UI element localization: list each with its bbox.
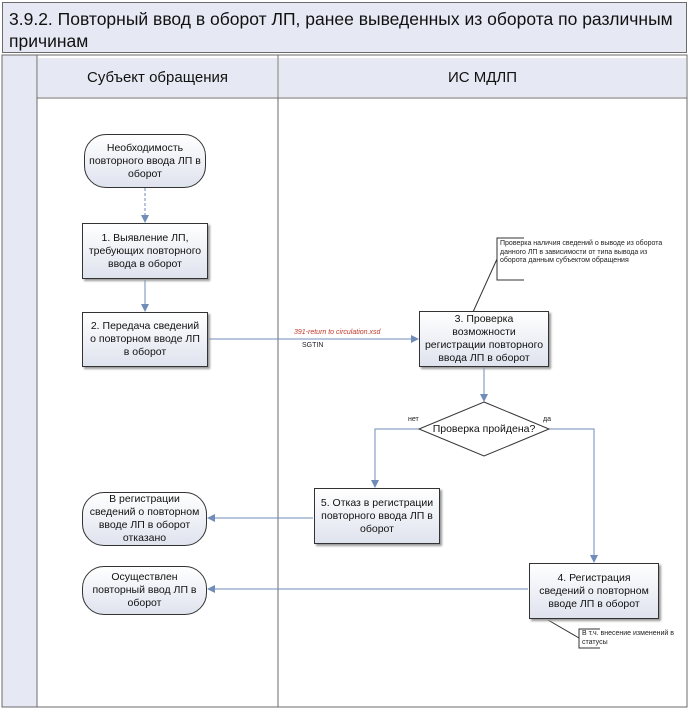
lane-header-subject: Субъект обращения bbox=[38, 58, 277, 97]
message-label: 391-return to circulation.xsd bbox=[294, 329, 381, 336]
page-title: 3.9.2. Повторный ввод в оборот ЛП, ранее… bbox=[9, 9, 673, 51]
connector-decision-yes bbox=[549, 428, 598, 563]
step5-box: 5. Отказ в регистрации повторного ввода … bbox=[314, 488, 440, 544]
note-check: Проверка наличия сведений о выводе из об… bbox=[500, 240, 663, 264]
lane-header-system: ИС МДЛП bbox=[279, 58, 686, 97]
outer-frame bbox=[1, 54, 688, 708]
note-status: В т.ч. внесение изменений в статусы bbox=[582, 630, 674, 646]
title-box: 3.9.2. Повторный ввод в оборот ЛП, ранее… bbox=[2, 2, 687, 53]
connectors bbox=[141, 188, 598, 593]
lane-side-band bbox=[1, 54, 38, 708]
end-refused-node: В регистрации сведений о повторном вводе… bbox=[82, 492, 207, 546]
yes-label: да bbox=[543, 416, 551, 423]
decision-label: Проверка пройдена? bbox=[432, 422, 536, 435]
end-done-node: Осуществлен повторный ввод ЛП в оборот bbox=[82, 566, 207, 615]
note-status-leader bbox=[547, 619, 580, 639]
sgtin-label: SGTIN bbox=[302, 342, 324, 349]
step1-box: 1. Выявление ЛП, требующих повторного вв… bbox=[82, 223, 208, 279]
connector-decision-no bbox=[371, 428, 419, 488]
step4-box: 4. Регистрация сведений о повторном ввод… bbox=[529, 563, 659, 619]
note-check-leader bbox=[472, 258, 498, 313]
start-node: Необходимость повторного ввода ЛП в обор… bbox=[84, 134, 206, 188]
note-status-bracket bbox=[578, 628, 600, 649]
no-label: нет bbox=[408, 416, 419, 423]
step3-box: 3. Проверка возможности регистрации повт… bbox=[419, 311, 549, 367]
step2-box: 2. Передача сведений о повторном вводе Л… bbox=[82, 312, 208, 367]
annotation-leaders bbox=[472, 237, 600, 649]
decision-diamond bbox=[417, 401, 551, 457]
